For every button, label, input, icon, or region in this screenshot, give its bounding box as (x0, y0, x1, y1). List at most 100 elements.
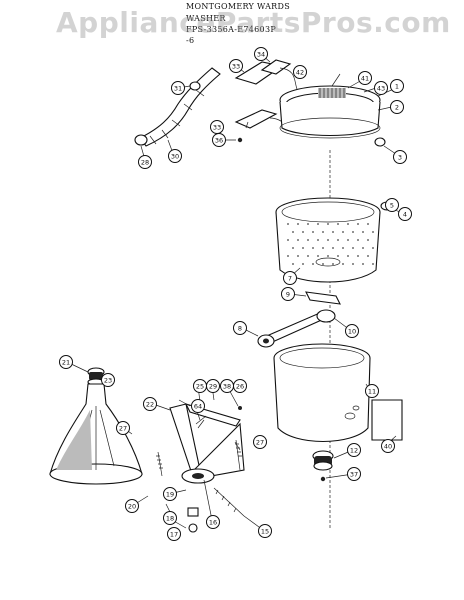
callout-c28[interactable]: 28 (138, 155, 152, 169)
callout-label: 12 (350, 447, 358, 455)
callout-label: 64 (194, 403, 202, 411)
callout-c31[interactable]: 31 (171, 81, 185, 95)
callout-label: 33 (213, 124, 221, 132)
callout-label: 1 (395, 83, 399, 91)
spring-lower[interactable] (213, 487, 245, 517)
callout-c19[interactable]: 19 (163, 487, 177, 501)
agitator[interactable] (49, 367, 143, 485)
callout-c30[interactable]: 30 (168, 149, 182, 163)
callout-c40[interactable]: 40 (381, 439, 395, 453)
callout-label: 20 (128, 503, 136, 511)
callout-c42[interactable]: 42 (293, 65, 307, 79)
outer-tub[interactable] (273, 343, 371, 442)
header-appliance: WASHER (186, 14, 226, 23)
spring-left[interactable] (156, 451, 163, 477)
pump-base-part[interactable] (234, 109, 278, 129)
drain-hose[interactable] (139, 67, 221, 147)
spring-right[interactable] (235, 439, 242, 471)
pump-cover-part[interactable] (260, 59, 292, 75)
callout-label: 38 (223, 383, 231, 391)
callout-label: 28 (141, 159, 149, 167)
callout-c7[interactable]: 7 (283, 271, 297, 285)
callout-label: 22 (146, 401, 154, 409)
spin-basket[interactable] (275, 197, 381, 283)
mounting-bracket[interactable] (305, 291, 341, 305)
callout-c9[interactable]: 9 (281, 287, 295, 301)
callout-c27a[interactable]: 27 (116, 421, 130, 435)
callout-label: 16 (209, 519, 217, 527)
callout-c3[interactable]: 3 (393, 150, 407, 164)
callout-c4[interactable]: 4 (398, 207, 412, 221)
callout-label: 36 (215, 137, 223, 145)
callout-label: 27 (256, 439, 264, 447)
callout-c27b[interactable]: 27 (253, 435, 267, 449)
washer-part[interactable] (188, 523, 198, 533)
tub-cover-fastener[interactable] (374, 137, 386, 147)
callout-label: 7 (288, 275, 292, 283)
callout-c17[interactable]: 17 (167, 527, 181, 541)
callout-label: 31 (174, 85, 182, 93)
callout-c33b[interactable]: 33 (210, 120, 224, 134)
callout-label: 40 (384, 443, 392, 451)
header-model-suffix: -6 (186, 36, 195, 45)
callout-c15[interactable]: 15 (258, 524, 272, 538)
callout-c21[interactable]: 21 (59, 355, 73, 369)
callout-label: 15 (261, 528, 269, 536)
callout-c8[interactable]: 8 (233, 321, 247, 335)
tub-cover[interactable] (279, 101, 381, 139)
callout-c1[interactable]: 1 (390, 79, 404, 93)
callout-c64[interactable]: 64 (191, 399, 205, 413)
callout-label: 19 (166, 491, 174, 499)
callout-c37[interactable]: 37 (347, 467, 361, 481)
callout-c38[interactable]: 38 (220, 379, 234, 393)
callout-label: 34 (257, 51, 265, 59)
callout-c5[interactable]: 5 (385, 198, 399, 212)
small-screw[interactable] (238, 406, 242, 410)
callout-c34[interactable]: 34 (254, 47, 268, 61)
spring-small[interactable] (195, 415, 207, 429)
callout-c25[interactable]: 25 (193, 379, 207, 393)
callout-c33a[interactable]: 33 (229, 59, 243, 73)
callout-label: 9 (286, 291, 290, 299)
header-model-number: FPS-3356A-E74603P (186, 25, 277, 34)
callout-label: 43 (377, 85, 385, 93)
callout-label: 10 (348, 328, 356, 336)
screw-part[interactable] (237, 137, 243, 143)
hose-clamp-upper[interactable] (189, 81, 201, 91)
callout-c23[interactable]: 23 (101, 373, 115, 387)
callout-label: 41 (361, 75, 369, 83)
tub-mounting-plate[interactable] (371, 399, 403, 441)
pulley-nut[interactable] (320, 476, 326, 482)
motor-pulley[interactable] (312, 450, 334, 471)
callout-label: 2 (395, 104, 399, 112)
callout-label: 37 (350, 471, 358, 479)
callout-c16[interactable]: 16 (206, 515, 220, 529)
callout-c12[interactable]: 12 (347, 443, 361, 457)
callout-c29[interactable]: 29 (206, 379, 220, 393)
callout-c11[interactable]: 11 (365, 384, 379, 398)
callout-label: 33 (232, 63, 240, 71)
clip-part[interactable] (187, 507, 199, 517)
callout-label: 5 (390, 202, 394, 210)
callout-label: 18 (166, 515, 174, 523)
header-brand: MONTGOMERY WARDS (186, 2, 290, 11)
callout-c20[interactable]: 20 (125, 499, 139, 513)
callout-label: 8 (238, 325, 242, 333)
callout-c10[interactable]: 10 (345, 324, 359, 338)
callout-label: 42 (296, 69, 304, 77)
callout-c43[interactable]: 43 (374, 81, 388, 95)
callout-label: 3 (398, 154, 402, 162)
callout-c2[interactable]: 2 (390, 100, 404, 114)
callout-c22[interactable]: 22 (143, 397, 157, 411)
callout-label: 27 (119, 425, 127, 433)
callout-c41[interactable]: 41 (358, 71, 372, 85)
hose-clamp-lower[interactable] (134, 134, 148, 146)
drive-shaft-assembly[interactable] (257, 309, 336, 348)
callout-c36[interactable]: 36 (212, 133, 226, 147)
drive-assembly[interactable] (169, 403, 245, 484)
callout-c18[interactable]: 18 (163, 511, 177, 525)
callout-label: 23 (104, 377, 112, 385)
callout-c26[interactable]: 26 (233, 379, 247, 393)
